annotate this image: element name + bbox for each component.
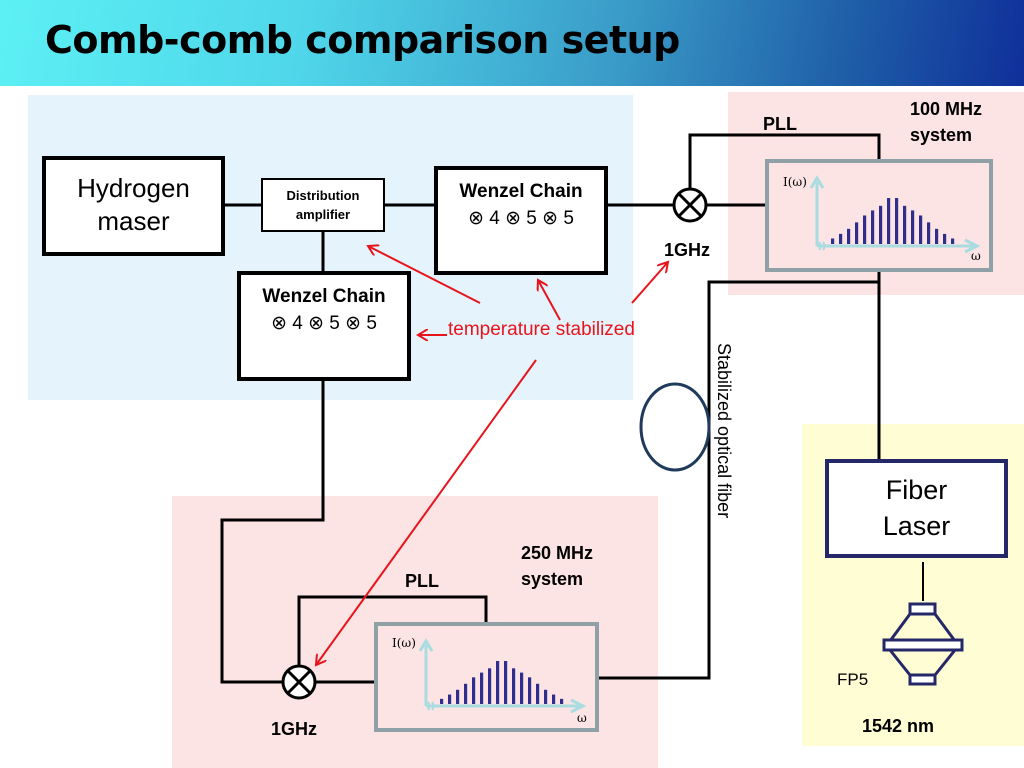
comb-tooth <box>879 205 883 244</box>
comb-tooth <box>951 238 955 244</box>
comb-bottom-ylabel: I(ω) <box>392 636 416 650</box>
laser-label-1: Fiber <box>885 475 948 505</box>
mixer-bottom-frequency: 1GHz <box>271 719 318 739</box>
comb-y-axis-arrowhead <box>418 638 434 652</box>
comb-tooth <box>544 689 548 704</box>
comb-tooth <box>831 238 835 244</box>
comb-x-axis-arrowhead <box>570 698 587 714</box>
comb-top-plot <box>809 175 981 254</box>
cavity-label: FP5 <box>837 670 869 689</box>
wenzel-top-title: Wenzel Chain <box>459 181 583 202</box>
comb-tooth <box>440 698 444 704</box>
wire-wenzel-mixer-bottom <box>220 381 325 684</box>
temp-arrow-dist <box>368 246 481 304</box>
comb-tooth <box>919 215 923 244</box>
pll-top-label: PLL <box>763 114 797 134</box>
wavelength-label: 1542 nm <box>862 716 935 736</box>
wenzel-left-multipliers: ⊗ 4 ⊗ 5 ⊗ 5 <box>271 313 377 334</box>
comb-tooth <box>935 228 939 244</box>
slide-title: Comb-comb comparison setup <box>45 18 680 62</box>
comb-tooth <box>504 661 508 704</box>
comb-tooth <box>520 672 524 704</box>
fp-cavity-icon <box>882 602 964 686</box>
mixer-top-frequency: 1GHz <box>664 240 711 260</box>
optical-fiber-path <box>599 280 879 680</box>
system-100mhz-label: 100 MHz system <box>910 96 982 148</box>
comb-tooth <box>456 689 460 704</box>
comb-tooth <box>871 210 875 244</box>
comb-axis-break <box>818 241 826 251</box>
temp-arrow-mixer-top <box>631 262 668 304</box>
dist-label-2: amplifier <box>295 207 351 222</box>
comb-tooth <box>552 694 556 704</box>
comb-spectrum-top: I(ω) ω <box>765 159 993 272</box>
comb-x-axis-arrowhead <box>964 238 981 254</box>
slide-header: Comb-comb comparison setup <box>0 0 1024 86</box>
wenzel-top-multipliers: ⊗ 4 ⊗ 5 ⊗ 5 <box>468 208 574 229</box>
comb-tooth <box>496 661 500 704</box>
comb-top-ylabel: I(ω) <box>783 175 807 189</box>
comb-top-xlabel: ω <box>971 249 981 263</box>
comb-tooth <box>464 683 468 704</box>
mixer-bottom-icon <box>281 664 317 700</box>
pll-bottom-label: PLL <box>405 571 439 591</box>
comb-bottom-xlabel: ω <box>577 711 587 725</box>
comb-tooth <box>560 698 564 704</box>
laser-label-2: Laser <box>882 511 951 541</box>
comb-tooth <box>895 198 899 244</box>
fiber-loop-icon <box>639 382 711 472</box>
comb-tooth <box>927 222 931 244</box>
comb-tooth <box>911 210 915 244</box>
pll-loop-bottom <box>297 595 488 666</box>
comb-tooth <box>528 677 532 704</box>
comb-tooth <box>488 668 492 704</box>
comb-tooth <box>512 668 516 704</box>
comb-tooth <box>903 205 907 244</box>
comb-tooth <box>839 233 843 244</box>
pll-loop-top <box>688 133 881 189</box>
comb-tooth <box>472 677 476 704</box>
wenzel-chain-left-block: Wenzel Chain ⊗ 4 ⊗ 5 ⊗ 5 <box>237 271 411 381</box>
comb-tooth <box>887 198 891 244</box>
comb-bottom-plot <box>418 638 587 714</box>
wenzel-left-title: Wenzel Chain <box>262 286 386 307</box>
comb-tooth <box>480 672 484 704</box>
comb-tooth <box>536 683 540 704</box>
maser-label-1: Hydrogen <box>77 173 190 203</box>
temperature-stabilized-label: temperature stabilized <box>448 319 635 340</box>
mixer-top-icon <box>672 187 708 223</box>
comb-tooth <box>863 215 867 244</box>
optical-fiber-label: Stabilized optical fiber <box>714 343 734 519</box>
comb-axis-break <box>427 701 435 711</box>
comb-spectrum-bottom: I(ω) ω <box>374 622 599 732</box>
dist-label-1: Distribution <box>286 188 360 203</box>
comb-tooth <box>855 222 859 244</box>
comb-tooth <box>943 233 947 244</box>
hydrogen-maser-block: Hydrogen maser <box>42 156 225 256</box>
maser-label-2: maser <box>97 206 170 236</box>
comb-tooth <box>448 694 452 704</box>
system-100-line1: 100 MHz <box>910 99 983 119</box>
wenzel-chain-top-block: Wenzel Chain ⊗ 4 ⊗ 5 ⊗ 5 <box>434 166 608 275</box>
comb-y-axis-arrowhead <box>809 175 825 189</box>
fiber-laser-block: Fiber Laser <box>825 459 1008 558</box>
system-250-line1: 250 MHz <box>521 543 594 563</box>
distribution-amplifier-block: Distribution amplifier <box>261 178 385 232</box>
temp-arrow-mixer-bottom <box>316 359 537 665</box>
system-100-line2: system <box>910 125 973 145</box>
system-250-line2: system <box>521 569 584 589</box>
system-250mhz-label: 250 MHz system <box>521 540 593 592</box>
comb-tooth <box>847 228 851 244</box>
temp-arrow-wenzel-top <box>538 280 561 321</box>
